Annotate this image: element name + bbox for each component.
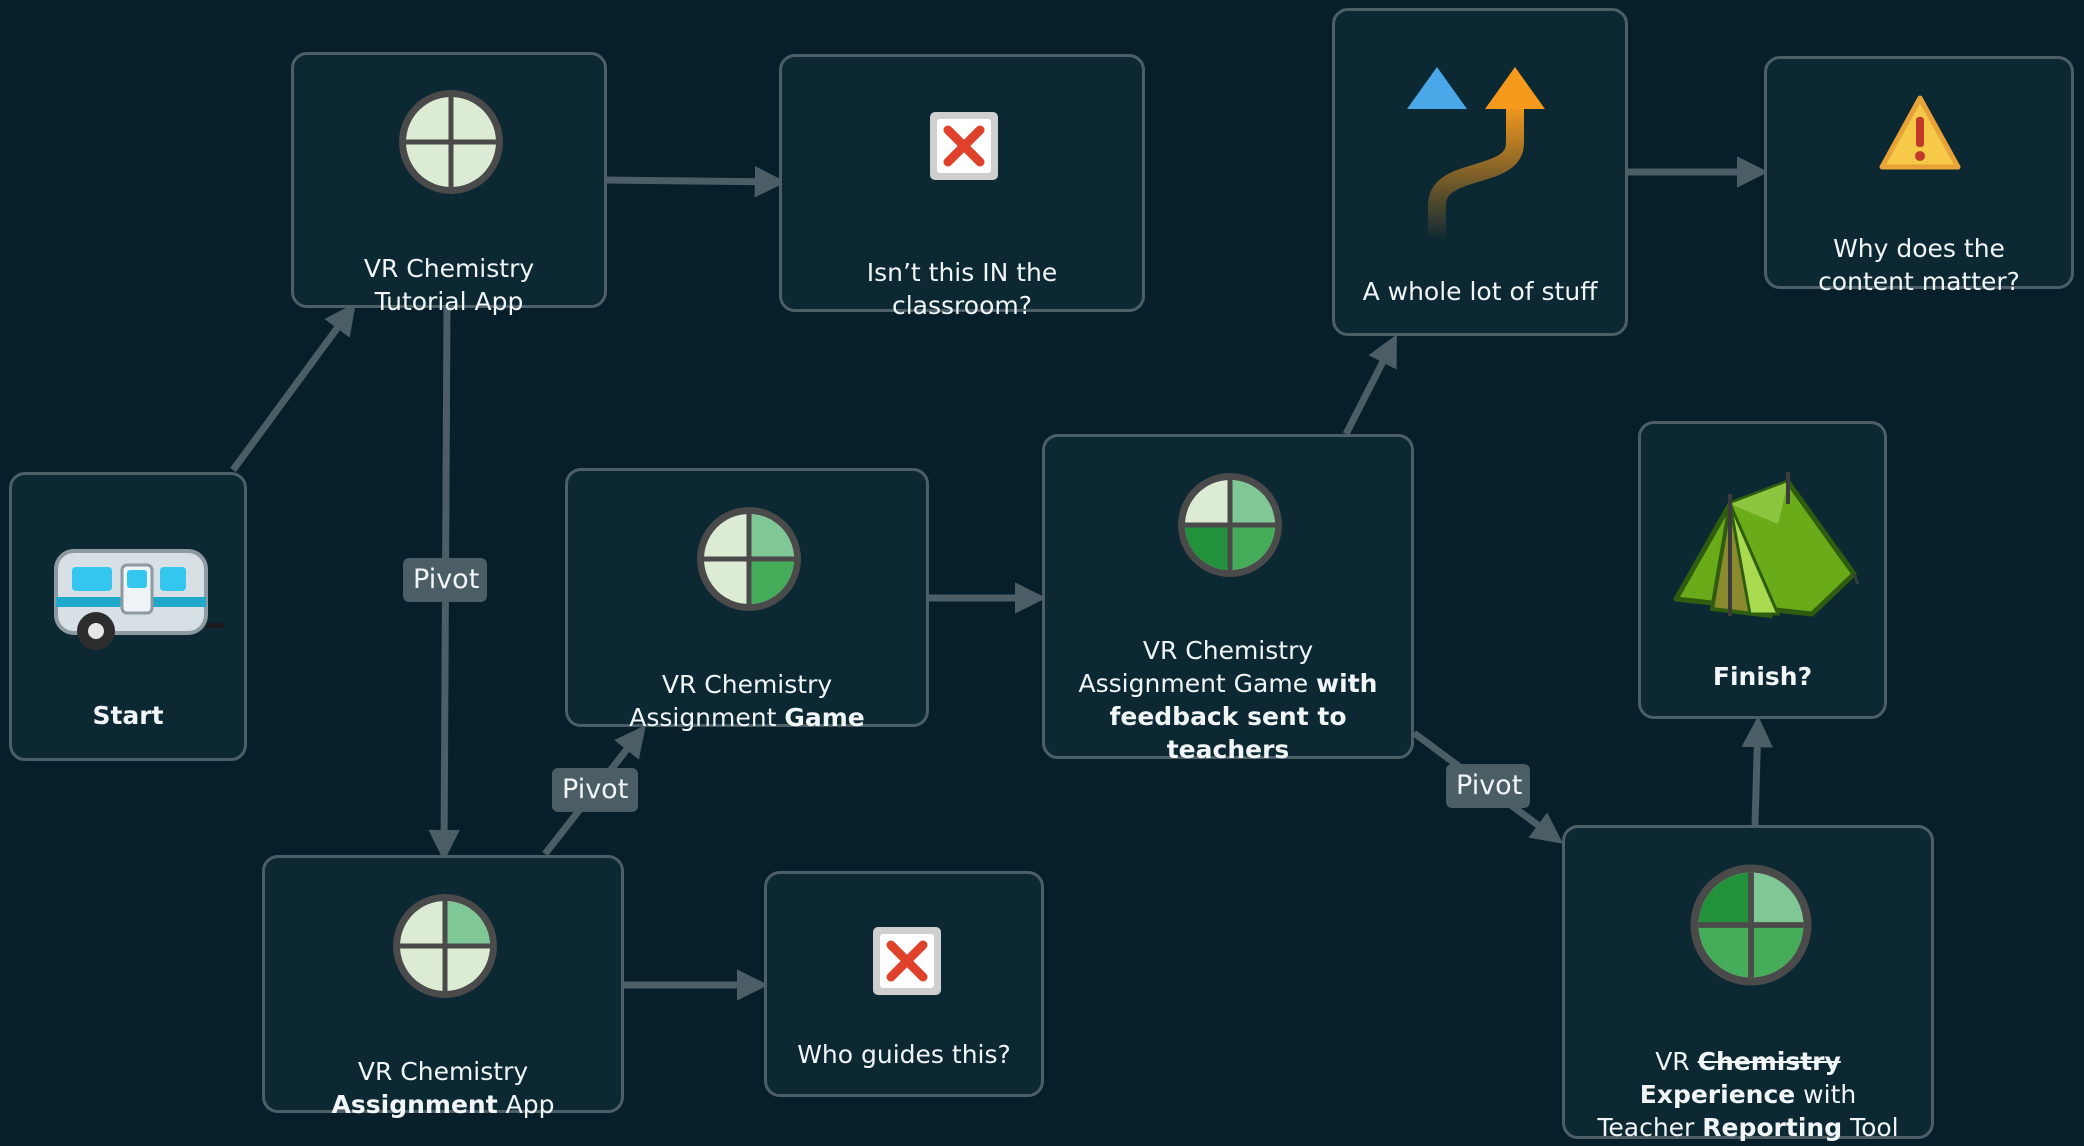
tent-icon [1673, 472, 1860, 619]
node-guides: Who guides this? [764, 871, 1044, 1097]
node-stuff: A whole lot of stuff [1332, 8, 1628, 336]
edge-feedback-to-stuff [1342, 334, 1398, 436]
quarter-progress-icon [697, 507, 801, 611]
quarter-progress-icon [393, 894, 497, 998]
pivot-label: Pivot [552, 768, 638, 812]
pivot-label: Pivot [403, 558, 487, 602]
cross-mark-icon [930, 112, 998, 180]
quarter-progress-icon [1178, 473, 1282, 577]
cross-mark-icon [873, 927, 941, 995]
node-finish: Finish? [1638, 421, 1887, 719]
node-start: Start [9, 472, 247, 761]
edge-experience-to-finish [1741, 715, 1774, 826]
quarter-progress-icon [1690, 864, 1812, 986]
diverging-arrows-icon [1407, 67, 1545, 241]
quarter-progress-icon [399, 90, 503, 194]
node-finish-label: Finish? [1712, 662, 1813, 691]
camper-van-icon [54, 549, 224, 650]
warning-icon [1879, 95, 1961, 170]
pivot-label: Pivot [1446, 764, 1530, 808]
node-guides-label: Who guides this? [797, 1040, 1011, 1069]
edge-tutorial-to-classroom [604, 165, 787, 198]
node-start-label: Start [92, 701, 164, 730]
node-stuff-label: A whole lot of stuff [1362, 277, 1598, 306]
edge-start-to-tutorial [230, 302, 356, 473]
